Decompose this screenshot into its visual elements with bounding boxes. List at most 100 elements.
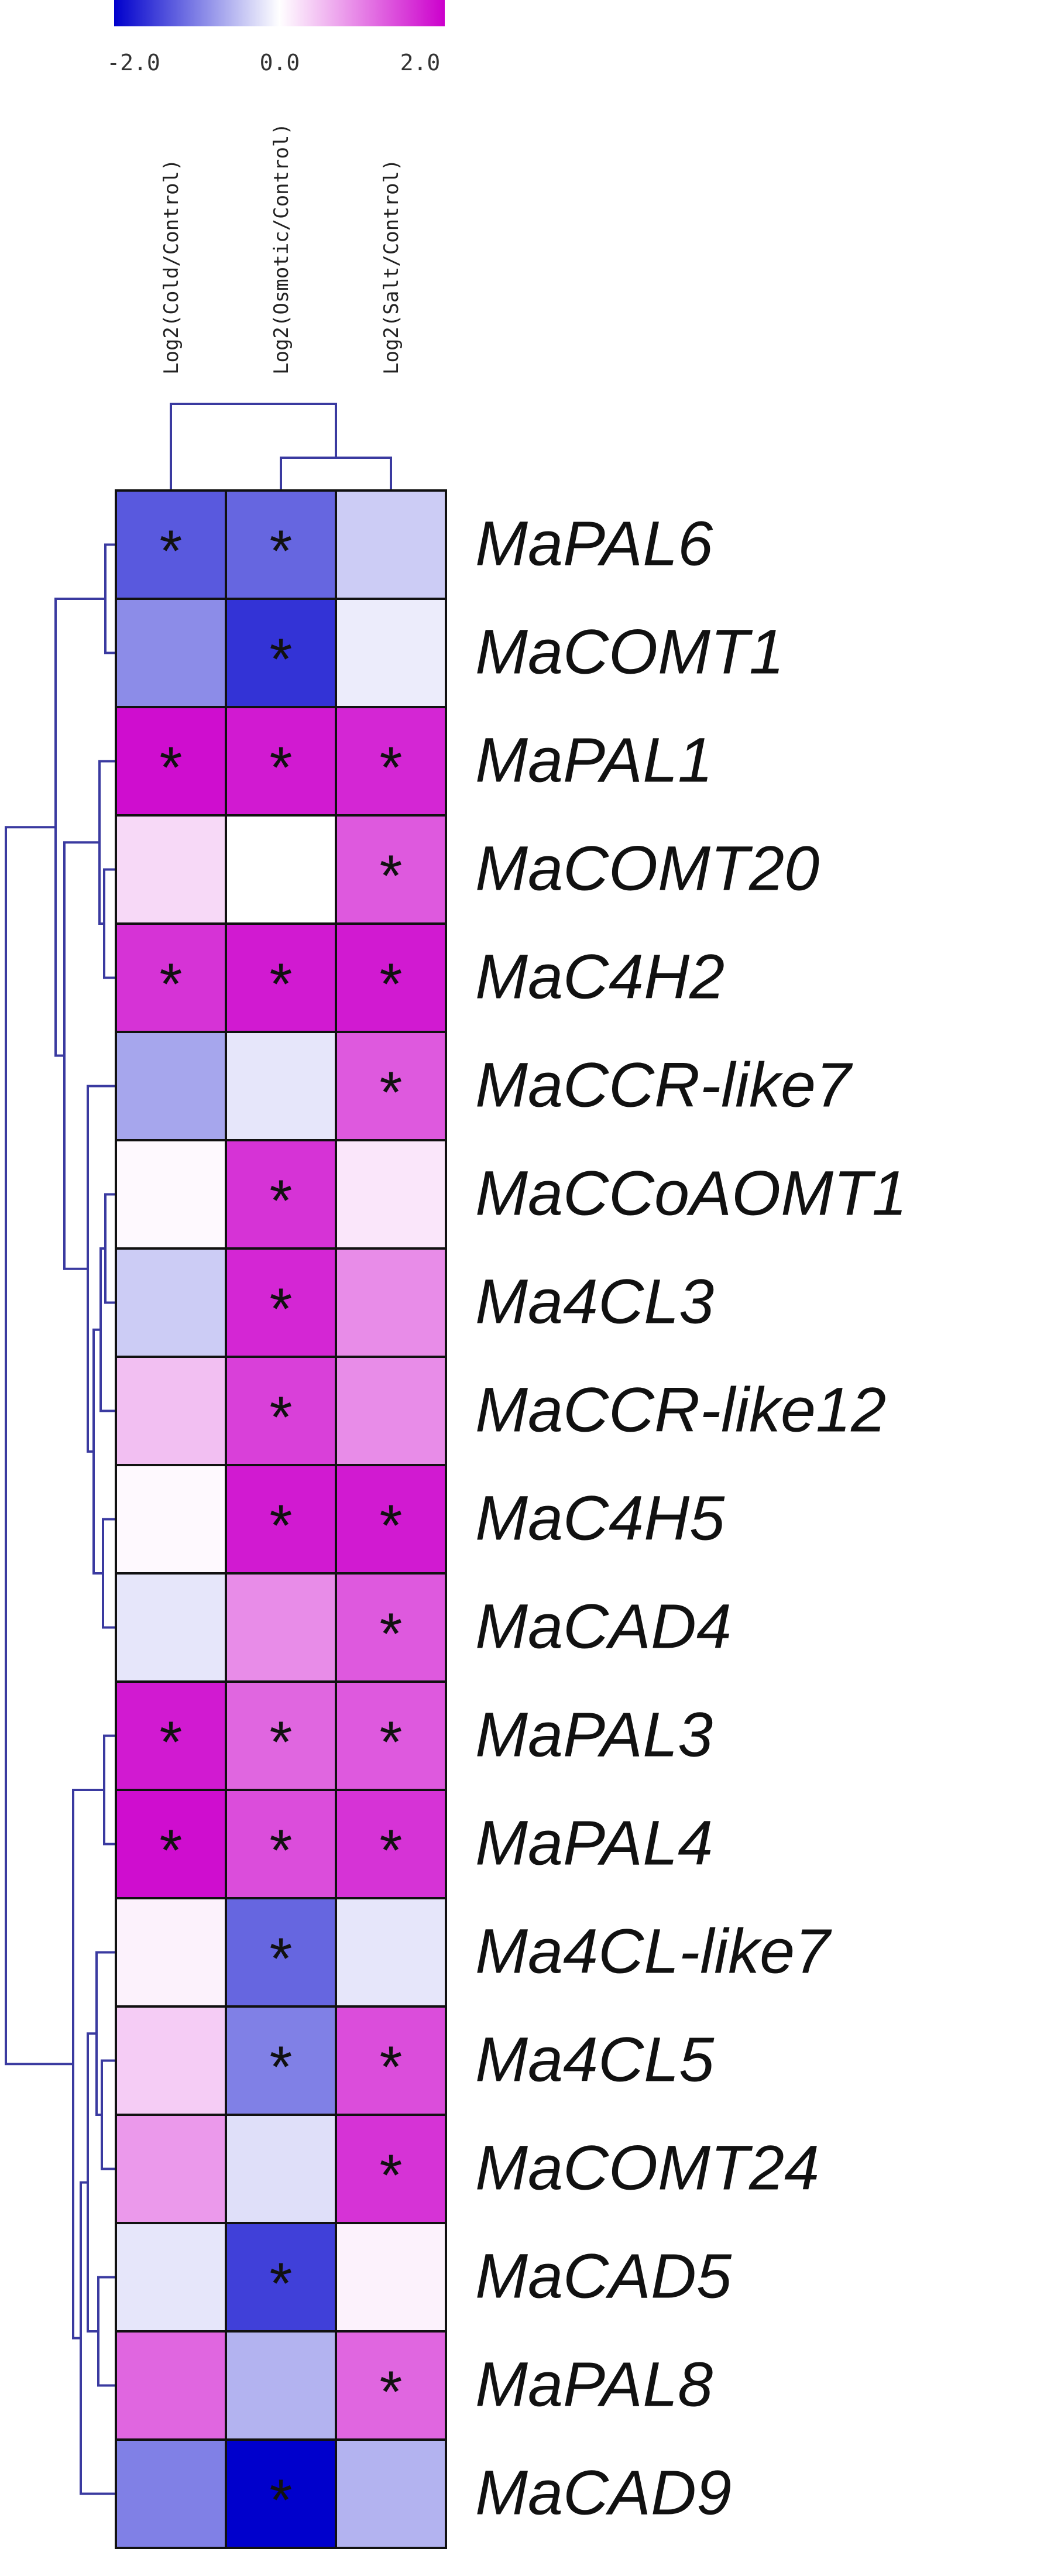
heatmap-cell <box>225 922 337 1033</box>
heatmap-cell <box>335 1680 447 1791</box>
dendrogram-branch <box>170 403 337 490</box>
row-labels: MaPAL6MaCOMT1MaPAL1MaCOMT20MaC4H2MaCCR-l… <box>475 508 907 2528</box>
significance-marker: * <box>380 1601 403 1667</box>
dendrogram-branch <box>102 1518 116 1629</box>
significance-marker: * <box>270 2468 293 2533</box>
row-dendrogram <box>5 543 116 2495</box>
significance-marker: * <box>380 1060 403 1126</box>
heatmap-cell <box>335 2114 447 2224</box>
row-label: MaCCR-like12 <box>475 1374 886 1445</box>
dendrogram-branch <box>104 543 116 654</box>
significance-marker: * <box>380 843 403 909</box>
significance-marker: * <box>160 1818 183 1884</box>
heatmap-cell <box>115 1897 227 2008</box>
heatmap-cell <box>335 489 447 600</box>
heatmap-cell <box>335 598 447 708</box>
significance-marker: * <box>380 2143 403 2208</box>
significance-marker: * <box>270 519 293 584</box>
dendrogram-branch <box>280 457 392 490</box>
significance-marker: * <box>380 952 403 1017</box>
significance-marker: * <box>270 2251 293 2317</box>
column-dendrogram <box>170 403 392 490</box>
heatmap-cell <box>115 2005 227 2116</box>
heatmap-cell <box>335 814 447 925</box>
heatmap-cell <box>335 1139 447 1250</box>
heatmap-cell <box>115 1680 227 1791</box>
heatmap-cell <box>225 2005 337 2116</box>
row-label: MaPAL3 <box>475 1699 713 1770</box>
heatmap-cell <box>115 1031 227 1141</box>
row-label: MaCOMT20 <box>475 833 819 904</box>
heatmap-cell <box>225 1247 337 1358</box>
significance-marker: * <box>160 952 183 1017</box>
dendrogram-branch <box>99 1247 116 1412</box>
significance-marker: * <box>270 1277 293 1342</box>
dendrogram-branch <box>103 1734 116 1846</box>
heatmap-cell <box>335 1356 447 1466</box>
heatmap-cell <box>115 489 227 600</box>
heatmap-cells: ****************************** <box>115 489 447 2549</box>
colorbar-tick-label: 2.0 <box>400 50 441 76</box>
row-label: MaCAD5 <box>475 2241 732 2311</box>
dendrogram-branch <box>101 2059 116 2170</box>
heatmap-cell <box>335 1464 447 1575</box>
heatmap-cell <box>225 1789 337 1899</box>
heatmap-cell <box>335 922 447 1033</box>
significance-marker: * <box>160 519 183 584</box>
dendrogram-branch <box>97 2276 116 2387</box>
heatmap-cell <box>225 1031 337 1141</box>
heatmap-cell <box>115 1247 227 1358</box>
row-label: Ma4CL3 <box>475 1266 714 1337</box>
heatmap-cell <box>335 1031 447 1141</box>
heatmap-cell <box>225 598 337 708</box>
significance-marker: * <box>270 1385 293 1450</box>
column-label: Log2(Salt/Control) <box>380 159 403 375</box>
colorbar-tick-label: 0.0 <box>260 50 300 76</box>
row-label: MaPAL4 <box>475 1807 713 1878</box>
heatmap-cell <box>115 1464 227 1575</box>
heatmap-cell <box>335 2005 447 2116</box>
heatmap-cell <box>115 1356 227 1466</box>
heatmap-cell <box>335 2330 447 2441</box>
dendrogram-branch <box>5 826 73 2066</box>
significance-marker: * <box>270 1168 293 1234</box>
significance-marker: * <box>270 1710 293 1775</box>
heatmap-cell <box>225 1680 337 1791</box>
row-label: MaPAL8 <box>475 2349 713 2420</box>
heatmap-cell <box>115 814 227 925</box>
row-label: MaCCoAOMT1 <box>475 1158 907 1229</box>
colorbar-gradient <box>114 0 445 26</box>
heatmap-cell <box>225 2330 337 2441</box>
heatmap-cell <box>335 1247 447 1358</box>
row-label: MaCCR-like7 <box>475 1049 853 1120</box>
significance-marker: * <box>380 2359 403 2425</box>
row-label: MaCAD9 <box>475 2457 732 2528</box>
row-label: Ma4CL-like7 <box>475 1916 832 1987</box>
heatmap-cell <box>115 1789 227 1899</box>
significance-marker: * <box>380 1493 403 1559</box>
significance-marker: * <box>380 1710 403 1775</box>
heatmap-cell <box>115 598 227 708</box>
column-label: Log2(Cold/Control) <box>160 159 183 375</box>
significance-marker: * <box>380 1818 403 1884</box>
heatmap-cell <box>225 1464 337 1575</box>
row-label: Ma4CL5 <box>475 2024 715 2095</box>
heatmap-cell <box>225 2222 337 2333</box>
dendrogram-branch <box>98 760 116 925</box>
column-label: Log2(Osmotic/Control) <box>270 123 293 375</box>
row-label: MaPAL6 <box>475 508 713 579</box>
heatmap-cell <box>225 1572 337 1683</box>
significance-marker: * <box>270 952 293 1017</box>
dendrogram-branch <box>104 1193 116 1304</box>
significance-marker: * <box>380 735 403 801</box>
dendrogram-branch <box>54 598 105 1057</box>
significance-marker: * <box>270 627 293 692</box>
heatmap-cell <box>225 814 337 925</box>
heatmap-cell <box>335 706 447 817</box>
heatmap-cell <box>335 1572 447 1683</box>
column-labels: Log2(Cold/Control) Log2(Osmotic/Control) L… <box>160 123 403 375</box>
heatmap-cell <box>115 2222 227 2333</box>
